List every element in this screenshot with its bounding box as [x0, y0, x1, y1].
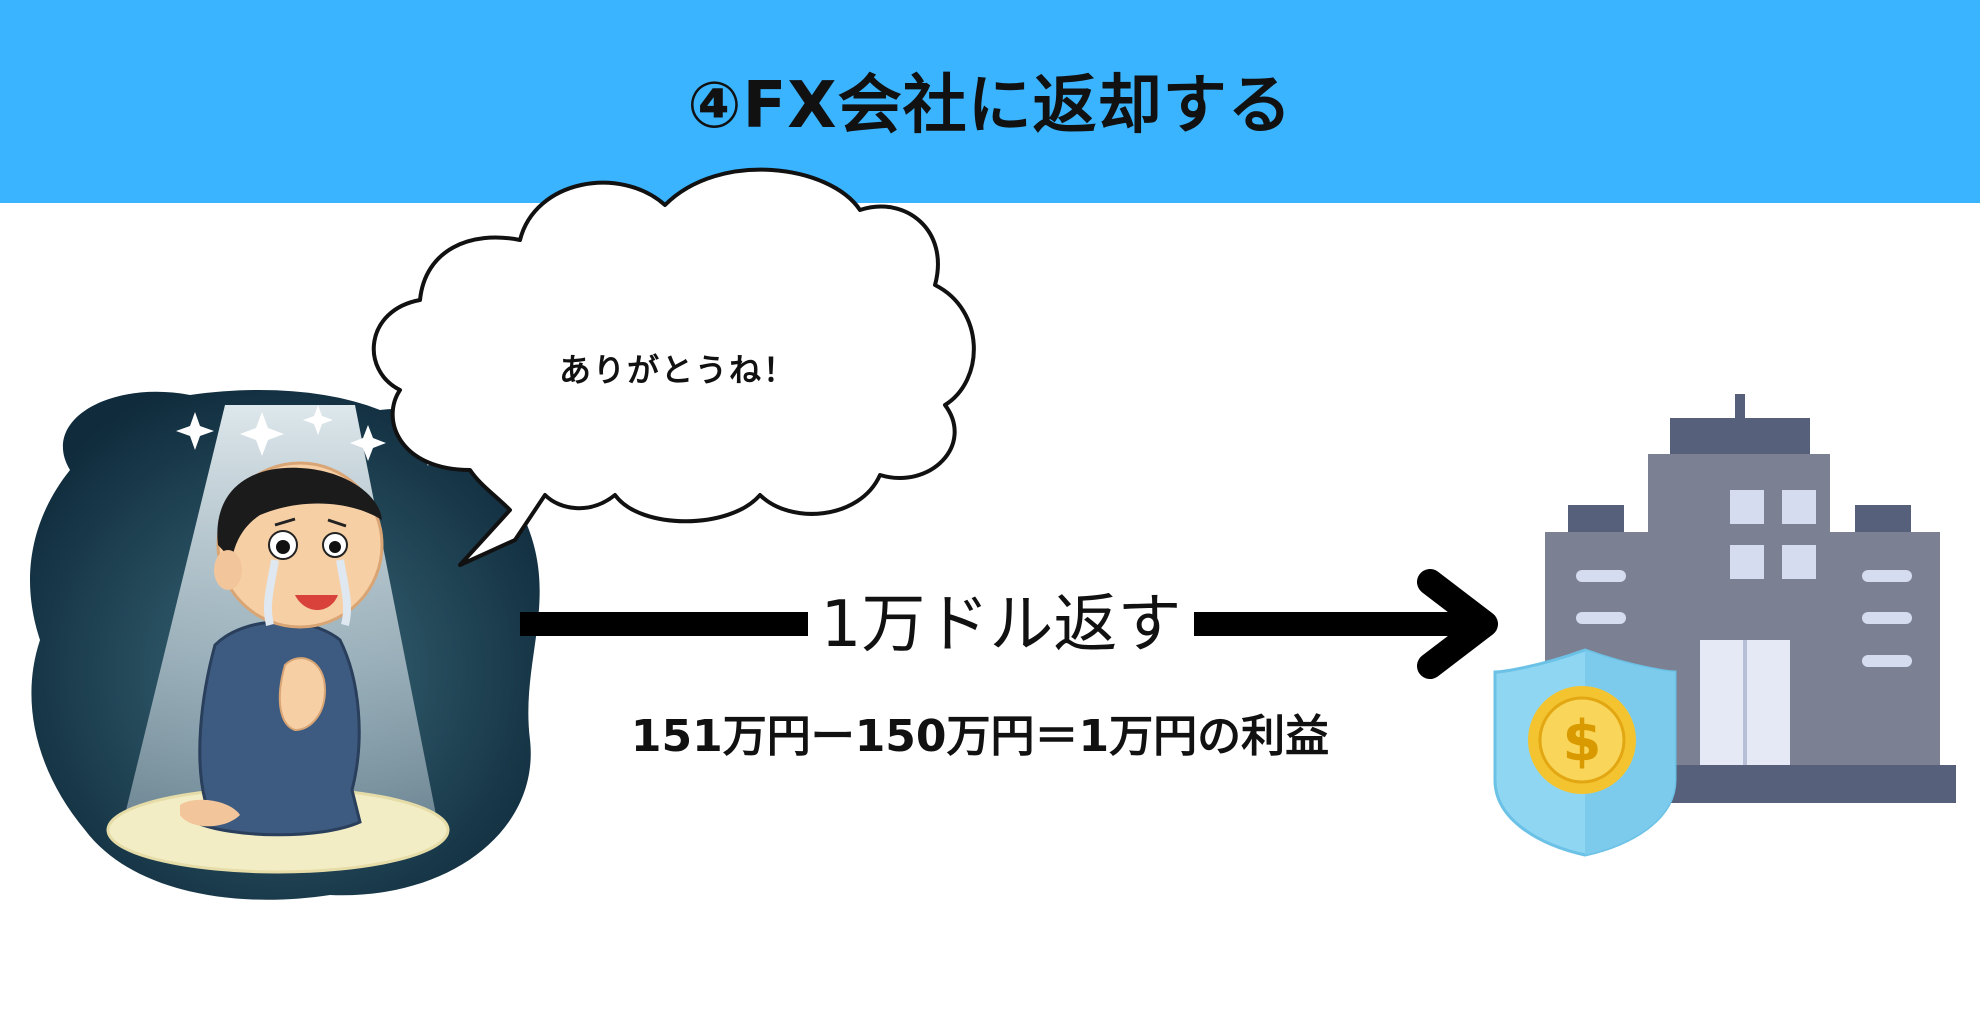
dollar-coin-icon: $ [1528, 686, 1636, 794]
speech-bubble-text: ありがとうね！ [558, 351, 797, 389]
arrow-label: 1万ドル返す [808, 584, 1194, 666]
svg-text:$: $ [1563, 709, 1602, 774]
profit-calculation: 151万円ー150万円＝1万円の利益 [630, 711, 1330, 762]
speech-bubble-icon [371, 167, 976, 567]
praying-man-icon [30, 390, 540, 900]
page-title: ④FX会社に返却する [687, 68, 1293, 143]
header-banner: ④FX会社に返却する [0, 0, 1980, 203]
